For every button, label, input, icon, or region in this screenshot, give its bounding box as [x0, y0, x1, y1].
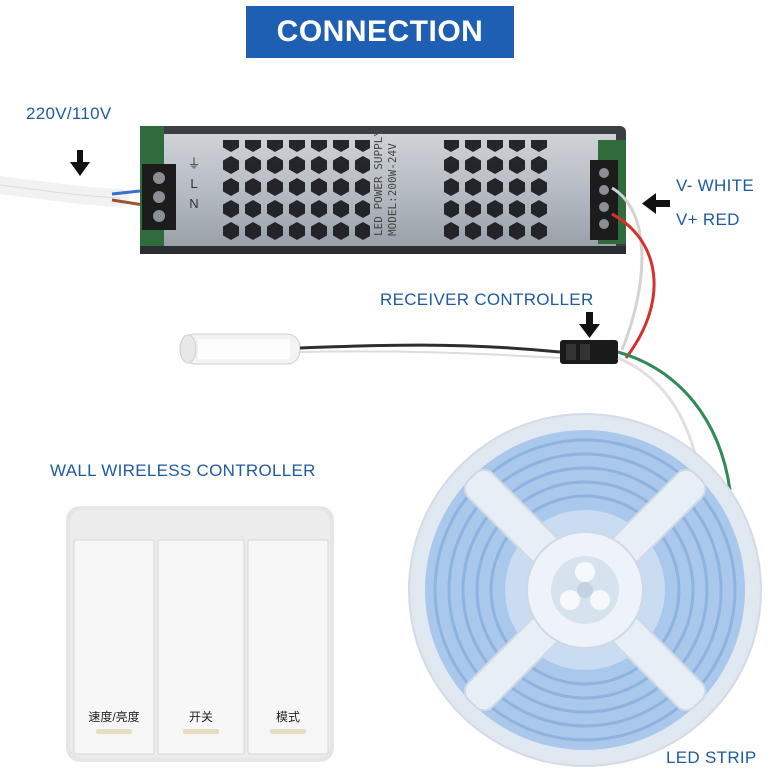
wall-controller-label: WALL WIRELESS CONTROLLER [50, 461, 316, 480]
v-plus-label: V+ RED [676, 210, 740, 229]
receiver-arrow-icon [579, 312, 600, 338]
output-terminal-block [590, 160, 618, 240]
psu-model-text: MODEL:200W-24V [386, 143, 399, 236]
connection-banner: CONNECTION [246, 6, 514, 58]
input-arrow-icon [70, 150, 90, 176]
switch-button-mode[interactable]: 模式 [275, 710, 300, 724]
terminal-letter-l: L [190, 176, 198, 191]
switch-button-power[interactable]: 开关 [188, 710, 213, 724]
terminal-letter-ground: N [189, 196, 199, 211]
psu-output-wires [611, 186, 656, 359]
input-terminal-block [142, 164, 176, 230]
receiver-controller-label: RECEIVER CONTROLLER [380, 290, 594, 309]
output-arrow-icon [642, 193, 670, 214]
input-cable [0, 176, 151, 208]
receiver-connector [560, 340, 618, 364]
wall-wireless-switch [66, 506, 334, 762]
banner-title: CONNECTION [276, 15, 484, 48]
controller-cable [299, 343, 561, 354]
power-supply [140, 126, 626, 254]
mini-rf-controller [179, 333, 301, 365]
psu-terminal-letters: ⏚ L N [186, 154, 202, 214]
led-strip-reel [408, 413, 762, 767]
led-strip-label: LED STRIP [666, 748, 757, 767]
v-minus-label: V- WHITE [676, 176, 754, 195]
terminal-letter-n: ⏚ [187, 156, 201, 171]
input-voltage-label: 220V/110V [26, 104, 112, 123]
switch-button-speed-brightness[interactable]: 速度/亮度 [88, 710, 140, 724]
psu-title-text: LED POWER SUPPLY [372, 130, 385, 236]
